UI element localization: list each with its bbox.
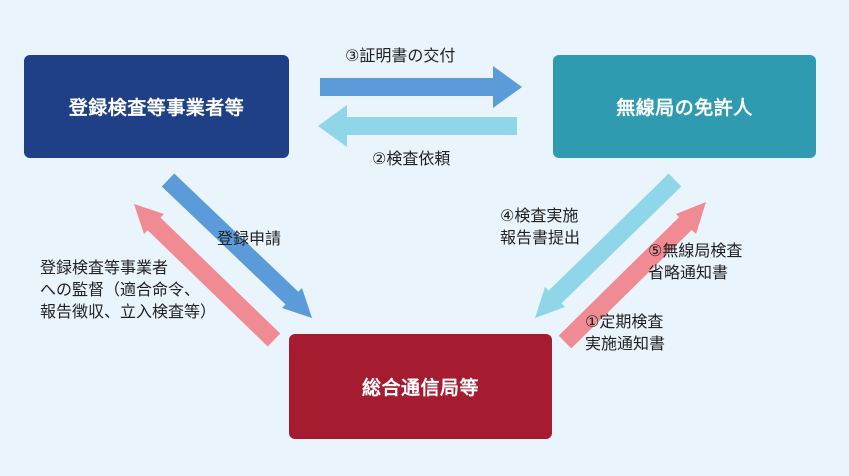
registration-application-label: 登録申請 <box>217 229 282 248</box>
registration-inspection-business-box: 登録検査等事業者等 <box>24 55 289 158</box>
arrow-notices <box>558 202 706 349</box>
radio-station-licensee-label: 無線局の免許人 <box>616 97 753 119</box>
inspection-report-label: ④検査実施 報告書提出 <box>500 206 581 247</box>
supervision-label: 登録検査等事業者 への監督（適合命令、 報告徴収、立入検査等） <box>40 258 217 321</box>
arrow-registration-application <box>161 173 312 318</box>
arrow-supervision <box>134 204 281 347</box>
communications-bureau-label: 総合通信局等 <box>361 377 479 399</box>
registration-inspection-business-label: 登録検査等事業者等 <box>68 97 245 119</box>
communications-bureau-box: 総合通信局等 <box>289 334 552 439</box>
arrow-certificate <box>320 66 522 108</box>
periodic-inspection-notice-label: ①定期検査 実施通知書 <box>585 312 666 353</box>
arrow-inspection-request <box>318 105 517 147</box>
radio-station-licensee-box: 無線局の免許人 <box>553 55 816 158</box>
arrow-inspection-report <box>535 173 682 318</box>
inspection-request-label: ②検査依頼 <box>372 149 451 168</box>
inspection-omission-notice-label: ⑤無線局検査 省略通知書 <box>648 241 743 282</box>
certificate-issuance-label: ③証明書の交付 <box>345 46 456 65</box>
